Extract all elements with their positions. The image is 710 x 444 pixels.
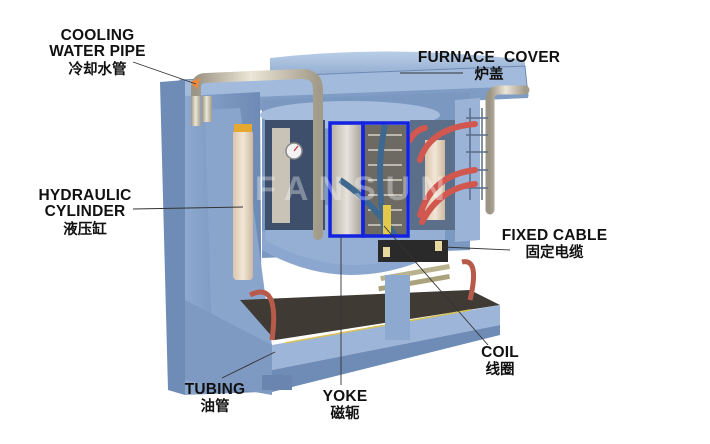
leader-fixed-cable (442, 246, 511, 251)
label-hydraulic-cylinder: HYDRAULIC CYLINDER 液压缸 (30, 187, 140, 238)
label-zh: 线圈 (485, 362, 515, 379)
leader-lines (132, 61, 511, 385)
label-en-line2: WATER PIPE (49, 43, 146, 61)
label-zh: 炉盖 (474, 67, 504, 84)
label-fixed-cable: FIXED CABLE 固定电缆 (497, 227, 612, 262)
label-zh: 冷却水管 (68, 61, 127, 78)
label-furnace-cover: FURNACE COVER 炉盖 (414, 49, 564, 84)
label-en: FIXED CABLE (501, 227, 608, 244)
leader-tubing (221, 351, 276, 379)
watermark: FANSUN (255, 170, 455, 208)
label-en: COIL (481, 344, 519, 361)
leader-coil (383, 225, 489, 346)
label-en-line1: COOLING (60, 27, 135, 44)
leader-hydraulic-cylinder (132, 206, 244, 210)
label-en: YOKE (322, 388, 368, 405)
label-en: FURNACE COVER (417, 49, 561, 66)
label-zh: 磁轭 (330, 406, 360, 423)
label-en-line2: CYLINDER (44, 203, 126, 221)
label-zh: 固定电缆 (525, 245, 584, 262)
label-cooling-water-pipe: COOLING WATER PIPE 冷却水管 (40, 27, 155, 78)
fixed-cable-block (378, 240, 448, 262)
label-en-line1: HYDRAULIC (38, 187, 132, 204)
coil-highlight-box (361, 121, 410, 238)
leader-cooling-water-pipe (132, 61, 197, 85)
label-coil: COIL 线圈 (470, 344, 530, 379)
label-zh: 液压缸 (63, 221, 107, 238)
label-en: TUBING (184, 381, 246, 398)
label-tubing: TUBING 油管 (175, 381, 255, 416)
furnace-body (160, 51, 530, 395)
label-zh: 油管 (200, 399, 230, 416)
label-yoke: YOKE 磁轭 (315, 388, 375, 423)
hydraulic-cylinder-shape (233, 130, 253, 280)
